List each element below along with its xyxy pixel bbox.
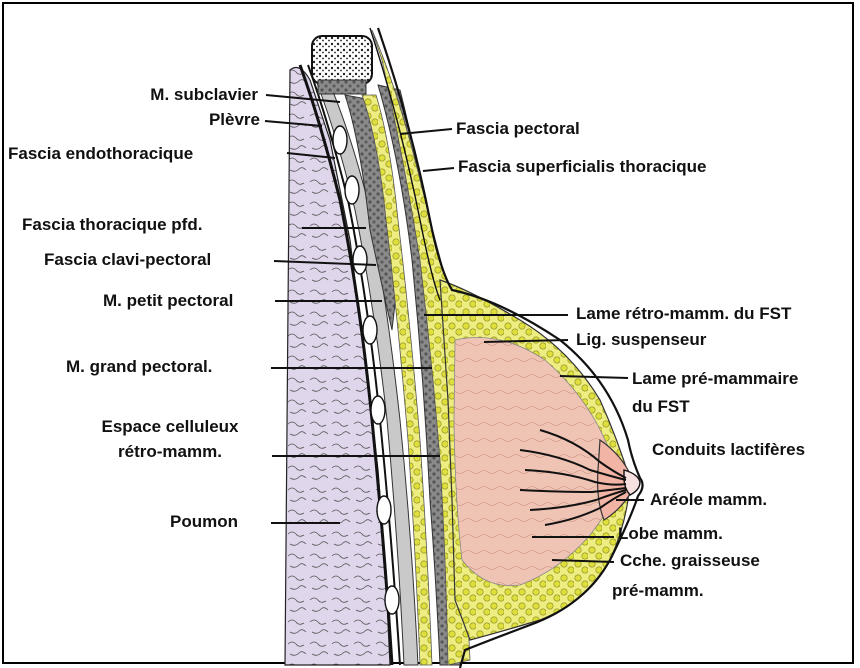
label-retro-mamm: rétro-mamm. (70, 441, 270, 462)
label-fascia-clavi-pectoral: Fascia clavi-pectoral (44, 249, 211, 270)
label-pre-mamm: pré-mamm. (612, 580, 704, 601)
label-du-fst: du FST (632, 396, 690, 417)
label-lame-retro-mamm: Lame rétro-mamm. du FST (576, 303, 791, 324)
label-cche-graisseuse: Cche. graisseuse (620, 550, 760, 571)
label-fascia-thoracique-pfd: Fascia thoracique pfd. (22, 214, 202, 235)
label-conduits-lactiferes: Conduits lactifères (652, 439, 805, 460)
label-fascia-superficialis: Fascia superficialis thoracique (458, 156, 706, 177)
clavicle (312, 36, 372, 84)
label-espace-celluleux: Espace celluleux (70, 416, 270, 437)
label-fascia-pectoral: Fascia pectoral (456, 118, 580, 139)
label-areole-mamm: Aréole mamm. (650, 489, 767, 510)
label-m-petit-pectoral: M. petit pectoral (103, 290, 233, 311)
label-poumon: Poumon (170, 511, 238, 532)
label-plevre: Plèvre (70, 109, 260, 130)
label-m-subclavier: M. subclavier (70, 84, 258, 105)
label-m-grand-pectoral: M. grand pectoral. (66, 356, 212, 377)
label-lobe-mamm: Lobe mamm. (618, 523, 723, 544)
label-lig-suspenseur: Lig. suspenseur (576, 329, 706, 350)
label-fascia-endothoracique: Fascia endothoracique (8, 143, 193, 164)
label-lame-pre-mammaire: Lame pré-mammaire (632, 368, 798, 389)
